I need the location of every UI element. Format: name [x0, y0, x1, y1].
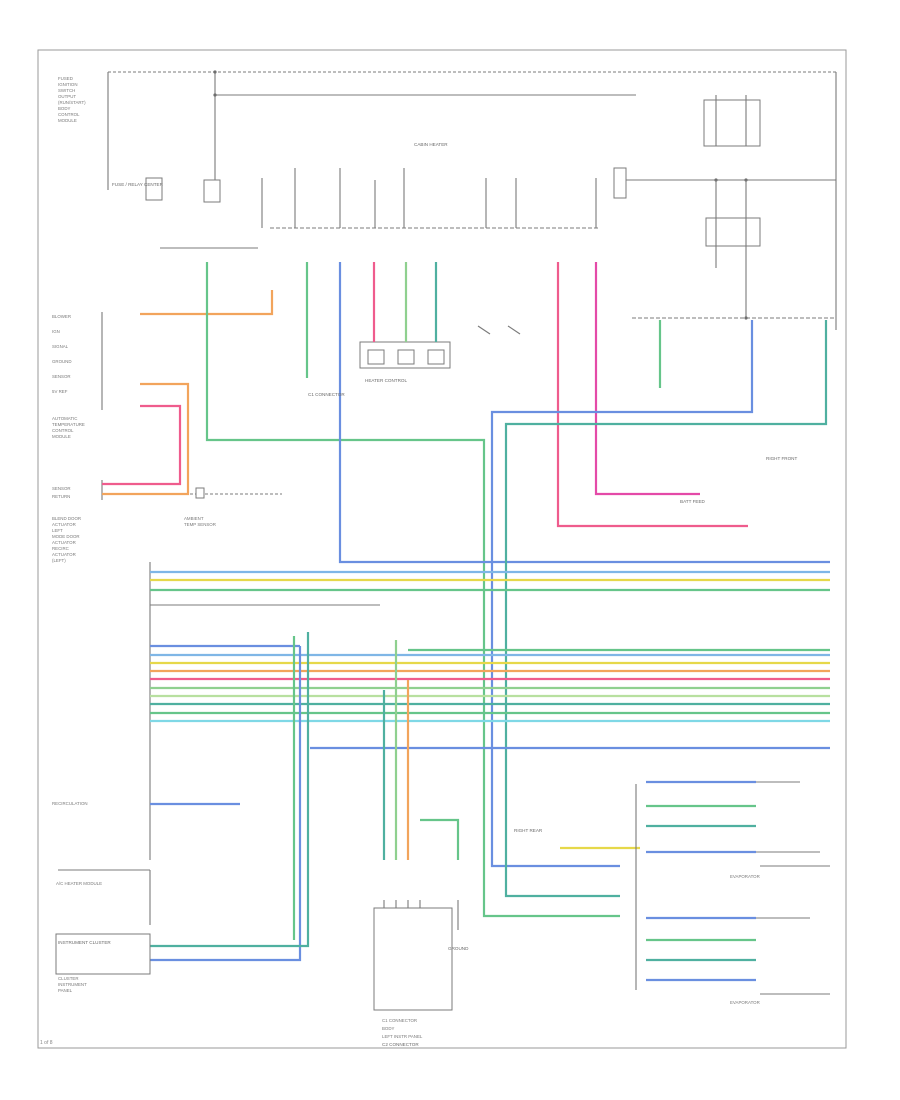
svg-text:LEFT INSTR PANEL: LEFT INSTR PANEL — [382, 1034, 423, 1039]
svg-text:5V REF: 5V REF — [52, 389, 68, 394]
wire-orange-2 — [102, 382, 190, 496]
wire-pink-right — [556, 262, 748, 528]
right-upper-note: BATT FEED — [680, 499, 706, 504]
color-wires — [102, 262, 830, 918]
diagram-frame — [37, 49, 847, 1049]
svg-text:INSTRUMENT: INSTRUMENT — [58, 982, 87, 987]
left-module-upper: BLOWER IGN SIGNAL GROUND SENSOR 5V REF A… — [52, 312, 103, 439]
bottom-connector: C1 CONNECTOR BODY LEFT INSTR PANEL — [373, 900, 459, 1039]
svg-text:AUTOMATIC: AUTOMATIC — [52, 416, 77, 421]
svg-text:SENSOR: SENSOR — [52, 486, 71, 491]
svg-text:PANEL: PANEL — [58, 988, 73, 993]
svg-text:MODULE: MODULE — [52, 434, 71, 439]
svg-text:SWITCH: SWITCH — [58, 88, 75, 93]
svg-text:SENSOR: SENSOR — [52, 374, 71, 379]
relay-lower — [705, 180, 761, 320]
svg-text:BLEND DOOR: BLEND DOOR — [52, 516, 81, 521]
svg-text:LEFT: LEFT — [52, 528, 63, 533]
svg-text:AMBIENT: AMBIENT — [184, 516, 204, 521]
bottom-connector-label: C2 CONNECTOR — [382, 1042, 419, 1047]
center-title: CABIN HEATER — [414, 142, 448, 147]
harness-drops — [150, 632, 460, 962]
svg-text:MODULE: MODULE — [58, 118, 77, 123]
svg-text:GROUND: GROUND — [52, 359, 72, 364]
connector-block-label: C1 CONNECTOR — [308, 392, 345, 397]
ground-note: GROUND — [448, 946, 469, 951]
left-bottom-boxes: A/C HEATER MODULE CLUSTER INSTRUMENT PAN… — [55, 869, 151, 993]
svg-text:TEMP SENSOR: TEMP SENSOR — [184, 522, 216, 527]
svg-text:RETURN: RETURN — [52, 494, 70, 499]
svg-text:BODY: BODY — [382, 1026, 395, 1031]
right-module-bottom-label: RIGHT REAR — [514, 828, 543, 833]
svg-text:IGN: IGN — [52, 329, 60, 334]
footer-label: 1 of 8 — [40, 1040, 53, 1046]
svg-text:FUSED: FUSED — [58, 76, 73, 81]
svg-text:CONTROL: CONTROL — [52, 428, 74, 433]
svg-text:RECIRCULATION: RECIRCULATION — [52, 801, 88, 806]
wire-teal-right — [504, 320, 828, 898]
wire-orange — [140, 290, 274, 316]
left-module-mid: SENSOR RETURN AMBIENT TEMP SENSOR — [52, 480, 282, 527]
fuse-stubs — [261, 167, 690, 228]
svg-text:ACTUATOR: ACTUATOR — [52, 522, 76, 527]
top-bus — [107, 71, 837, 330]
svg-text:CONTROL: CONTROL — [58, 112, 80, 117]
wire-pink — [102, 404, 182, 486]
harness-lines — [150, 570, 830, 806]
svg-text:(RUN/START): (RUN/START) — [58, 100, 86, 105]
svg-text:ACTUATOR: ACTUATOR — [52, 540, 76, 545]
svg-text:OUTPUT: OUTPUT — [58, 94, 76, 99]
relay-upper — [690, 95, 836, 182]
svg-text:A/C HEATER MODULE: A/C HEATER MODULE — [56, 881, 102, 886]
svg-text:ACTUATOR: ACTUATOR — [52, 552, 76, 557]
svg-text:BODY: BODY — [58, 106, 71, 111]
right-bottom-modules: EVAPORATOR EVAPORATOR — [635, 780, 830, 1005]
svg-text:C1 CONNECTOR: C1 CONNECTOR — [382, 1018, 417, 1023]
right-module-top-label: RIGHT FRONT — [766, 456, 797, 461]
svg-text:TEMPERATURE: TEMPERATURE — [52, 422, 85, 427]
wire-blue-long — [338, 262, 830, 564]
wire-blue-right — [490, 320, 754, 868]
svg-text:IGNITION: IGNITION — [58, 82, 78, 87]
svg-text:RECIRC: RECIRC — [52, 546, 69, 551]
top-left-box-label: FUSE / RELAY CENTER — [112, 182, 164, 187]
svg-text:EVAPORATOR: EVAPORATOR — [730, 1000, 760, 1005]
wire-magenta-right — [594, 262, 700, 496]
svg-text:BLOWER: BLOWER — [52, 314, 71, 319]
heater-control-label: HEATER CONTROL — [365, 378, 407, 383]
svg-text:MODE DOOR: MODE DOOR — [52, 534, 80, 539]
svg-text:(LEFT): (LEFT) — [52, 558, 66, 563]
svg-text:SIGNAL: SIGNAL — [52, 344, 69, 349]
center-components — [359, 325, 521, 369]
svg-text:CLUSTER: CLUSTER — [58, 976, 79, 981]
svg-text:EVAPORATOR: EVAPORATOR — [730, 874, 760, 879]
wire-green-left — [205, 262, 620, 918]
left-connector-block: BLEND DOOR ACTUATOR LEFT MODE DOOR ACTUA… — [52, 516, 151, 860]
fuse-relay-center: FUSED IGNITION SWITCH OUTPUT (RUN/START)… — [58, 70, 221, 203]
left-sensor-box-label: INSTRUMENT CLUSTER — [58, 940, 111, 945]
